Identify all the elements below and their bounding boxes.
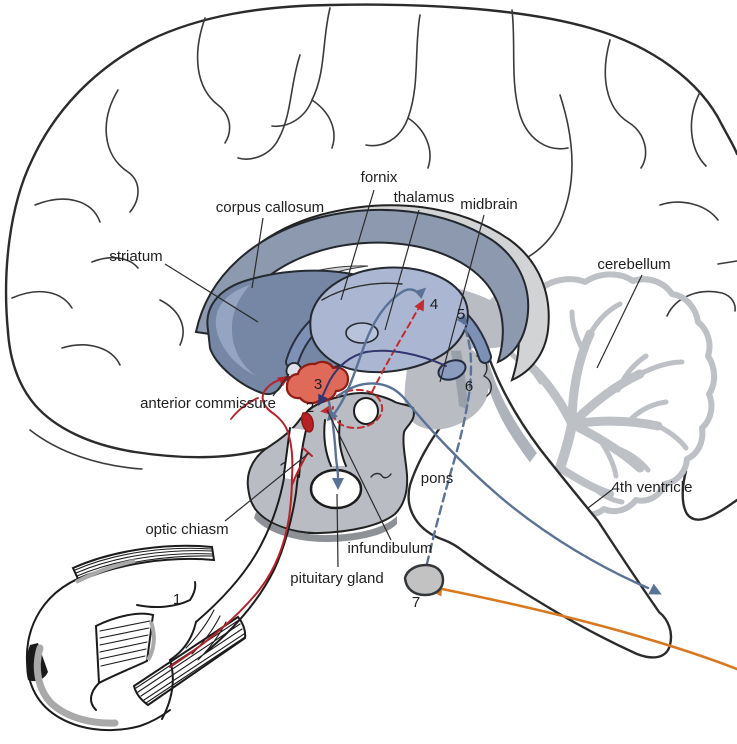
number-4: 4 [430,296,438,313]
number-3: 3 [314,376,322,393]
leader-anterior-commissure [272,373,290,397]
leader-thalamus [384,209,420,331]
eye-and-optic-nerve [25,471,299,732]
ganglion-shape [403,563,445,597]
pituitary-shape [309,468,363,510]
navy-pathway [322,349,447,396]
label-fourth-ventricle: 4th ventricle [612,479,693,496]
label-cerebellum: cerebellum [597,256,670,273]
leader-fornix [340,189,375,301]
label-pituitary-gland: pituitary gland [290,570,383,587]
hypothalamus-slab [246,391,415,542]
number-1: 1 [173,591,181,608]
cortical-sulci [11,7,737,366]
label-corpus-callosum: corpus callosum [216,199,324,216]
label-optic-chiasm: optic chiasm [145,521,228,538]
thalamus-shape [309,266,469,374]
leader-corpus-callosum [251,217,264,289]
leader-pituitary-gland [336,493,339,568]
brainstem [407,350,673,659]
red-dashed-pathway [331,307,420,429]
leader-fourth-ventricle [587,488,614,509]
pathway-numbers: 1 2 3 4 5 6 7 [173,296,473,611]
pathways [169,287,737,671]
number-2: 2 [306,399,314,416]
label-anterior-commissure: anterior commissure [140,395,276,412]
label-striatum: striatum [109,248,162,265]
label-fornix: fornix [361,169,398,186]
suprachiasmatic-nucleus [301,412,314,433]
leader-striatum [164,263,259,323]
cerebellum [489,271,718,519]
label-pons: pons [421,470,454,487]
leader-cerebellum [596,274,643,369]
leader-infundibulum [326,409,392,541]
number-5: 5 [457,306,465,323]
leader-midbrain [439,214,485,383]
label-midbrain: midbrain [460,196,518,213]
label-thalamus: thalamus [394,189,455,206]
leader-lines [164,189,643,568]
leader-optic-chiasm [224,452,310,522]
label-infundibulum: infundibulum [347,540,432,557]
labels: corpus callosum striatum fornix thalamus… [109,169,692,587]
blue-dashed-pathway [422,319,473,579]
interthalamic-adhesion [345,322,379,344]
number-6: 6 [465,378,473,395]
orange-pathway [440,587,737,671]
number-7: 7 [412,594,420,611]
